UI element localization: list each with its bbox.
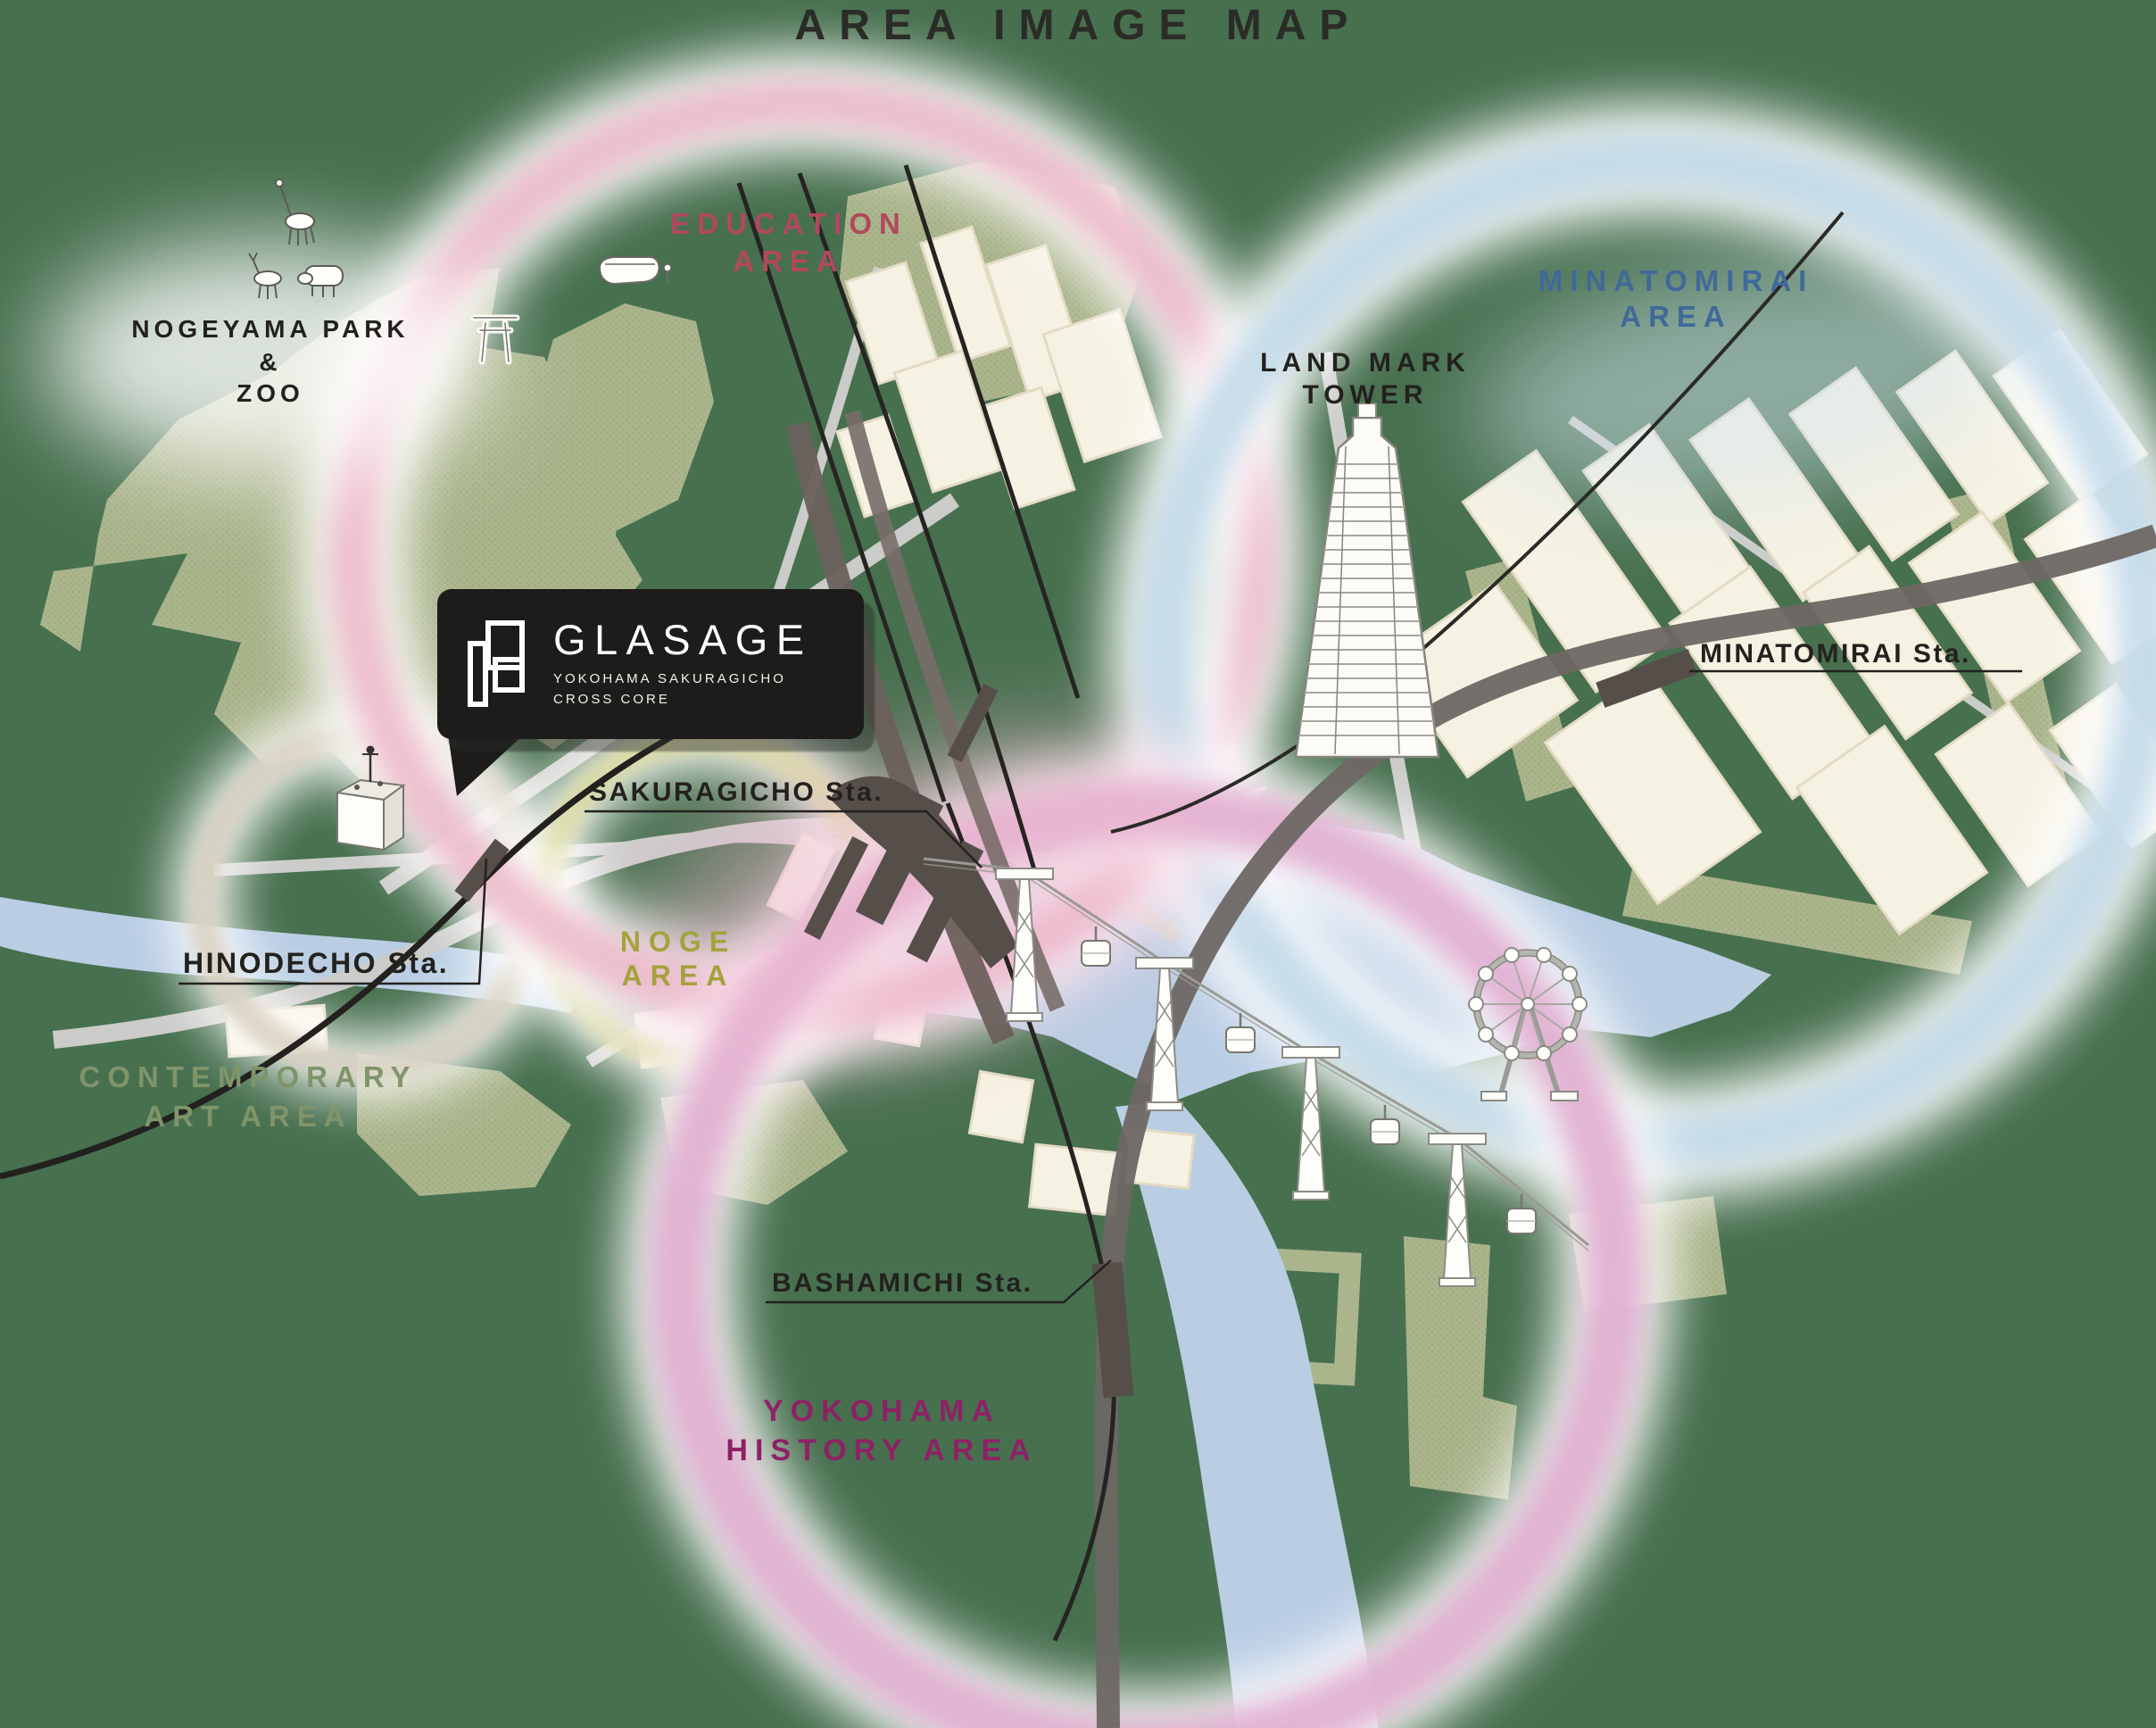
contemporary-art-area-label: CONTEMPORARY ART AREA — [79, 1060, 418, 1133]
minatomirai-station-mark — [1596, 649, 1697, 708]
contemporary-art-label-line1: CONTEMPORARY — [79, 1060, 418, 1093]
hinodecho-station-label: HINODECHO Sta. — [183, 947, 449, 979]
glasage-subtitle-line1: YOKOHAMA SAKURAGICHO — [553, 671, 786, 686]
glasage-subtitle-line2: CROSS CORE — [553, 691, 670, 707]
landmark-tower-label-line1: LAND MARK — [1260, 348, 1471, 378]
bashamichi-station-mark — [1091, 1261, 1134, 1399]
contemporary-art-label-line2: ART AREA — [144, 1100, 352, 1133]
giraffe-illustration — [275, 179, 315, 245]
torii-gate-illustration — [470, 314, 520, 365]
sakuragicho-station-label: SAKURAGICHO Sta. — [589, 777, 883, 807]
glasage-name: GLASAGE — [553, 616, 813, 663]
station-marks — [454, 649, 1697, 1399]
ropeway — [923, 857, 1589, 1287]
minatomirai-station-label: MINATOMIRAI Sta. — [1700, 639, 1971, 669]
map-labels: AREA IMAGE MAP NOGEYAMA PARK & ZOO EDUCA… — [79, 2, 1971, 1467]
minatomirai-label-line1: MINATOMIRAI — [1538, 264, 1814, 297]
visitor-figure — [377, 781, 383, 786]
visitor-figure — [354, 785, 360, 790]
history-label-line2: HISTORY AREA — [726, 1433, 1037, 1467]
minatomirai-ring-inner-glow — [1474, 262, 2006, 505]
water-channel — [1115, 1100, 1379, 1728]
bashamichi-leader — [766, 1259, 1112, 1304]
minatomirai-label-line2: AREA — [1620, 300, 1732, 333]
ferris-wheel-illustration — [1468, 947, 1588, 1101]
yokohama-history-area-label: YOKOHAMA HISTORY AREA — [726, 1394, 1037, 1467]
nogeyama-park-zoo-label: NOGEYAMA PARK & ZOO — [131, 315, 409, 407]
label-leader-lines — [178, 669, 2022, 1304]
noge-area-label: NOGE AREA — [620, 926, 736, 992]
rail-line — [903, 164, 1081, 699]
bashamichi-station-label: BASHAMICHI Sta. — [772, 1268, 1033, 1298]
education-label-line1: EDUCATION — [670, 207, 908, 240]
glasage-badge: GLASAGE YOKOHAMA SAKURAGICHO CROSS CORE — [437, 589, 864, 739]
rail-line — [736, 182, 947, 802]
sakuragicho-leader — [585, 810, 983, 868]
nogeyama-label-backdrop-glow — [45, 241, 491, 473]
art-cube-illustration — [334, 745, 406, 852]
minatomirai-area-ring — [1107, 103, 2156, 1200]
deer-illustration — [248, 252, 282, 299]
history-label-line1: YOKOHAMA — [763, 1394, 1000, 1428]
building-cluster-education — [835, 225, 1163, 519]
jr-rail-band — [785, 420, 1015, 1045]
station-labels: SAKURAGICHO Sta. HINODECHO Sta. MINATOMI… — [183, 639, 1971, 1298]
noge-label-line2: AREA — [622, 960, 735, 992]
hinodecho-station-mark — [454, 838, 510, 902]
hinodecho-leader — [178, 858, 488, 985]
landmark-tower-label: LAND MARK TOWER — [1260, 348, 1471, 410]
minatomirai-area-label: MINATOMIRAI AREA — [1538, 264, 1814, 333]
page-title: AREA IMAGE MAP — [795, 2, 1362, 49]
nogeyama-label-line1: NOGEYAMA PARK — [131, 315, 409, 343]
landmark-tower-label-line2: TOWER — [1302, 380, 1428, 410]
rail-line — [797, 172, 1040, 880]
glasage-badge-text: GLASAGE YOKOHAMA SAKURAGICHO CROSS CORE — [553, 619, 812, 710]
sakuragicho-station-mark — [803, 683, 1017, 968]
education-label-line2: AREA — [733, 245, 845, 278]
illustrations — [248, 179, 1588, 1101]
education-area-label: EDUCATION AREA — [670, 207, 908, 278]
glasage-badge-pointer — [448, 734, 525, 796]
glasage-logo-mark — [468, 620, 525, 707]
glasage-subtitle: YOKOHAMA SAKURAGICHO CROSS CORE — [553, 669, 812, 710]
rail-line — [1110, 211, 1845, 834]
nogeyama-label-line2: & — [259, 348, 281, 376]
noge-label-line1: NOGE — [620, 926, 736, 958]
grand-piano-illustration — [598, 256, 672, 286]
pianist-figure — [663, 263, 672, 272]
nogeyama-label-line3: ZOO — [236, 379, 304, 407]
hippo-illustration — [297, 265, 344, 297]
